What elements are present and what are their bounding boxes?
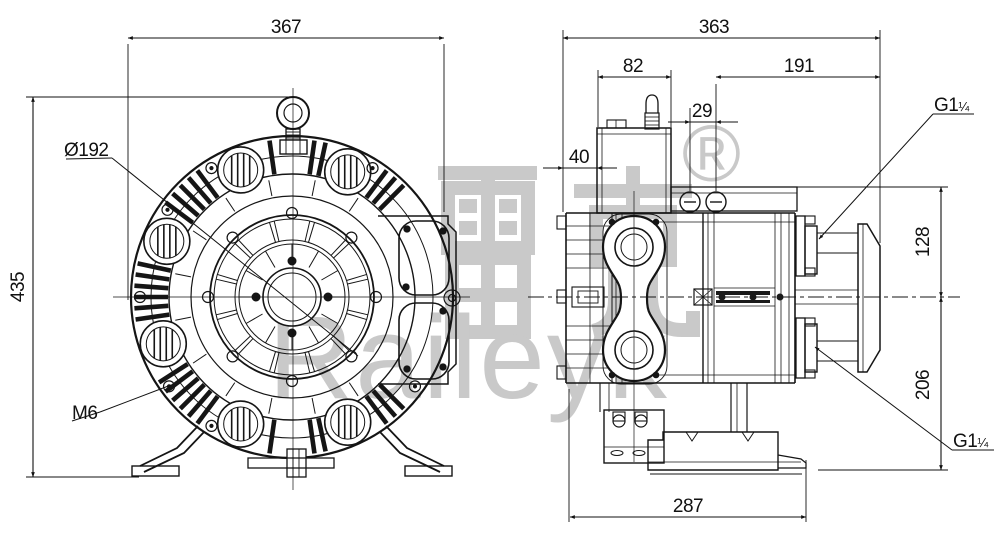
leader-g-bottom	[814, 346, 953, 451]
dim-128: 128	[913, 227, 934, 257]
port-flange-bottom	[795, 317, 818, 379]
leader-g-top	[818, 113, 934, 240]
label-diameter-192: Ø192	[64, 140, 108, 161]
mounting-feet	[131, 425, 453, 477]
top-silencer	[670, 186, 798, 213]
motor-body	[693, 213, 796, 383]
leader-m6	[99, 384, 172, 413]
dim-29: 29	[692, 101, 712, 122]
dimension-text-layer: 367 435 Ø192 M6 363 82 191 29 40 128 206…	[8, 17, 989, 517]
label-g-thread-top: G1¼	[934, 95, 969, 116]
dim-363: 363	[699, 17, 729, 38]
dim-206: 206	[913, 370, 934, 400]
dim-82: 82	[623, 56, 643, 77]
rear-end-cover	[795, 223, 881, 373]
leader-diameter-192	[111, 157, 359, 357]
dim-191: 191	[784, 56, 814, 77]
label-g-thread-bottom: G1¼	[953, 431, 988, 452]
dim-367: 367	[271, 17, 301, 38]
bottom-drain-boss	[247, 448, 335, 478]
watermark-registered: ®	[682, 109, 741, 198]
label-m6: M6	[72, 403, 97, 424]
dim-287: 287	[673, 496, 703, 517]
dim-40: 40	[569, 147, 589, 168]
side-view	[528, 94, 960, 475]
port-flange-top	[795, 215, 818, 277]
dimension-layer	[26, 30, 994, 522]
cable-gland-icon	[644, 94, 660, 130]
dim-435: 435	[8, 272, 29, 302]
front-port-plate	[378, 215, 461, 385]
base-assembly	[599, 383, 807, 475]
